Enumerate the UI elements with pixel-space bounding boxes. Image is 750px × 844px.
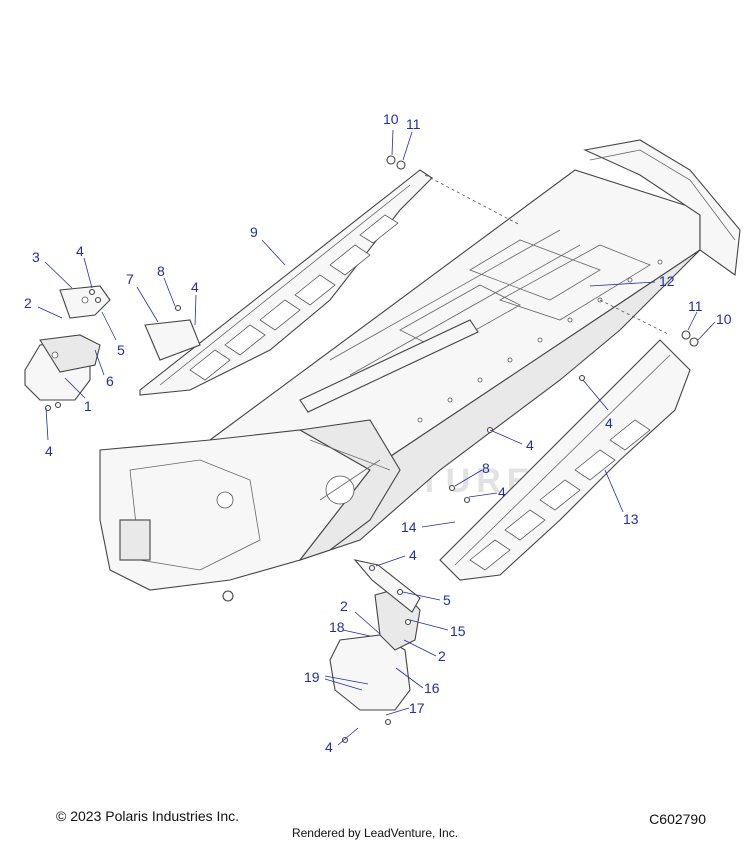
callout-15: 15 — [450, 623, 466, 639]
footrest-bracket-left — [144, 319, 201, 361]
callout-4: 4 — [191, 279, 199, 295]
callout-16: 16 — [424, 680, 440, 696]
left-board-cutouts — [189, 214, 399, 381]
callout-4: 4 — [526, 437, 534, 453]
right-board-cutouts — [469, 419, 651, 571]
callout-10: 10 — [383, 111, 399, 127]
callout-11: 11 — [406, 116, 421, 132]
callout-labels: 1 2 2 2 3 4 4 4 4 4 4 4 4 4 5 5 6 7 8 8 … — [24, 111, 732, 755]
callout-8: 8 — [482, 460, 490, 476]
callout-3: 3 — [32, 249, 40, 265]
assembly-line-right — [599, 299, 671, 336]
callout-4: 4 — [498, 484, 506, 500]
callout-17: 17 — [409, 700, 425, 716]
callout-13: 13 — [623, 511, 639, 527]
copyright-text: © 2023 Polaris Industries Inc. — [56, 808, 240, 824]
callout-2: 2 — [438, 648, 446, 664]
callout-10: 10 — [716, 311, 732, 327]
callout-6: 6 — [106, 373, 114, 389]
callout-4: 4 — [605, 415, 613, 431]
callout-4: 4 — [76, 243, 84, 259]
front-bulkhead — [99, 419, 401, 602]
callout-4: 4 — [409, 547, 417, 563]
assembly-line-left — [424, 174, 521, 226]
right-running-board — [439, 339, 691, 581]
callout-2: 2 — [24, 295, 32, 311]
tunnel-rivets — [417, 259, 663, 423]
callout-9: 9 — [250, 224, 258, 240]
callout-8: 8 — [157, 263, 165, 279]
callout-7: 7 — [126, 271, 134, 287]
leader-lines — [37, 129, 716, 746]
callout-18: 18 — [329, 619, 345, 635]
callout-14: 14 — [401, 519, 417, 535]
callout-4: 4 — [45, 443, 53, 459]
chassis-tunnel — [208, 139, 741, 562]
right-skid-plate-assembly — [329, 559, 421, 711]
callout-1: 1 — [84, 398, 92, 414]
callout-5: 5 — [117, 342, 125, 358]
callout-11: 11 — [688, 298, 703, 314]
callout-2: 2 — [340, 598, 348, 614]
callout-5: 5 — [443, 592, 451, 608]
rendered-by-text: Rendered by LeadVenture, Inc. — [291, 826, 459, 840]
callout-19: 19 — [304, 669, 320, 685]
left-running-board — [139, 169, 433, 396]
callout-12: 12 — [659, 273, 675, 289]
left-skid-plate-assembly — [24, 285, 111, 401]
diagram-code: C602790 — [649, 811, 706, 827]
fasteners — [44, 155, 699, 744]
callout-4: 4 — [325, 739, 333, 755]
